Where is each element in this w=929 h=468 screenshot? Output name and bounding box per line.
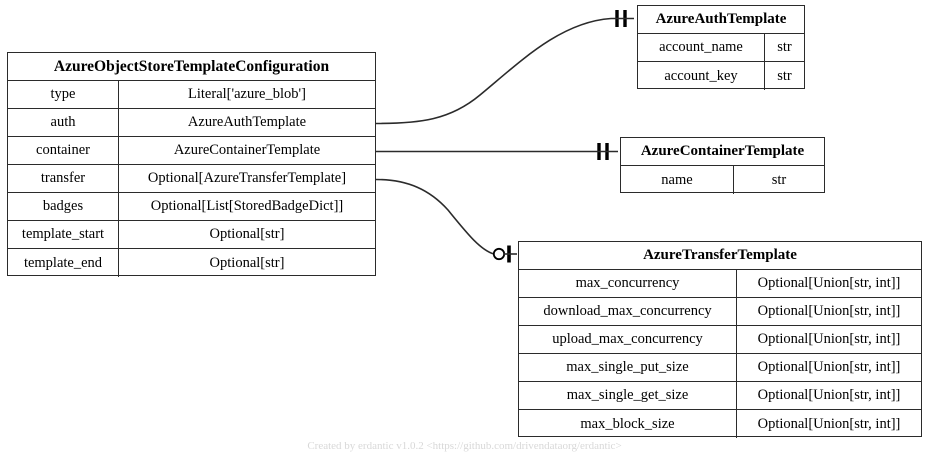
entity-field-row: name str xyxy=(621,166,824,194)
entity-field-row: type Literal['azure_blob'] xyxy=(8,81,375,109)
entity-field-row: account_key str xyxy=(638,62,804,90)
field-name: max_single_put_size xyxy=(519,354,737,381)
field-type: Optional[str] xyxy=(209,226,285,242)
entity-azure-object-store-template-configuration[interactable]: AzureObjectStoreTemplateConfiguration ty… xyxy=(7,52,376,277)
entity-field-row: badges Optional[List[StoredBadgeDict]] xyxy=(8,193,375,221)
entity-title: AzureObjectStoreTemplateConfiguration xyxy=(8,53,375,81)
field-type: Optional[Union[str, int]] xyxy=(757,331,901,347)
field-type: str xyxy=(771,171,787,188)
cardinality-circle-zero xyxy=(492,247,506,261)
field-name: account_name xyxy=(638,34,765,61)
entity-azure-auth-template[interactable]: AzureAuthTemplate account_name str accou… xyxy=(637,5,805,90)
field-type: Optional[List[StoredBadgeDict]] xyxy=(150,198,344,214)
field-type: Optional[Union[str, int]] xyxy=(757,303,901,319)
field-name: upload_max_concurrency xyxy=(519,326,737,353)
field-type: Optional[Union[str, int]] xyxy=(757,415,901,432)
field-name: name xyxy=(621,166,734,194)
entity-azure-container-template[interactable]: AzureContainerTemplate name str xyxy=(620,137,825,194)
entity-field-row: template_end Optional[str] xyxy=(8,249,375,277)
field-name: download_max_concurrency xyxy=(519,298,737,325)
entity-field-row: max_single_put_size Optional[Union[str, … xyxy=(519,354,921,382)
field-name: type xyxy=(8,81,119,108)
edge-transfer xyxy=(375,178,517,263)
entity-field-row: transfer Optional[AzureTransferTemplate] xyxy=(8,165,375,193)
field-type: Optional[Union[str, int]] xyxy=(757,359,901,375)
entity-field-row: max_block_size Optional[Union[str, int]] xyxy=(519,410,921,438)
field-name: account_key xyxy=(638,62,765,90)
field-name: max_concurrency xyxy=(519,270,737,297)
field-name: template_end xyxy=(8,249,119,277)
field-type: Optional[Union[str, int]] xyxy=(757,275,901,291)
field-name: transfer xyxy=(8,165,119,192)
field-name: max_block_size xyxy=(519,410,737,438)
field-name: container xyxy=(8,137,119,164)
entity-field-row: download_max_concurrency Optional[Union[… xyxy=(519,298,921,326)
footer-credit: Created by erdantic v1.0.2 <https://gith… xyxy=(307,440,622,452)
entity-field-row: auth AzureAuthTemplate xyxy=(8,109,375,137)
field-name: max_single_get_size xyxy=(519,382,737,409)
entity-field-row: template_start Optional[str] xyxy=(8,221,375,249)
entity-title: AzureContainerTemplate xyxy=(621,138,824,166)
edge-container xyxy=(376,143,618,160)
field-type: Optional[AzureTransferTemplate] xyxy=(147,170,347,186)
field-type: Literal['azure_blob'] xyxy=(188,86,306,102)
field-type: Optional[str] xyxy=(209,254,285,271)
field-type: Optional[Union[str, int]] xyxy=(757,387,901,403)
field-name: template_start xyxy=(8,221,119,248)
field-type: str xyxy=(777,67,792,84)
entity-field-row: upload_max_concurrency Optional[Union[st… xyxy=(519,326,921,354)
field-name: badges xyxy=(8,193,119,220)
entity-title: AzureAuthTemplate xyxy=(638,6,804,34)
entity-field-row: max_concurrency Optional[Union[str, int]… xyxy=(519,270,921,298)
field-type: AzureContainerTemplate xyxy=(173,142,321,158)
entity-field-row: max_single_get_size Optional[Union[str, … xyxy=(519,382,921,410)
field-name: auth xyxy=(8,109,119,136)
entity-field-row: container AzureContainerTemplate xyxy=(8,137,375,165)
entity-azure-transfer-template[interactable]: AzureTransferTemplate max_concurrency Op… xyxy=(518,241,922,438)
entity-title: AzureTransferTemplate xyxy=(519,242,921,270)
field-type: str xyxy=(777,39,792,55)
field-type: AzureAuthTemplate xyxy=(187,114,307,130)
entity-field-row: account_name str xyxy=(638,34,804,62)
edge-auth xyxy=(375,10,634,125)
